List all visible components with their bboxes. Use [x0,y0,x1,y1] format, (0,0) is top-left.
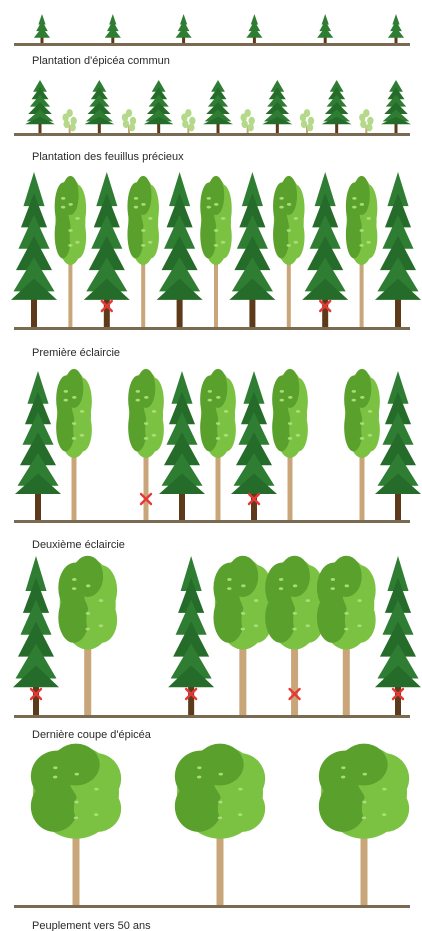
caption-first-thinning: Première éclaircie [32,347,120,359]
spruce-tree-icon [25,80,55,134]
sapling-icon [62,109,76,134]
hardwood-tree-icon [56,369,92,521]
spruce-tree-icon [375,172,421,328]
caption-stand-50-years: Peuplement vers 50 ans [32,920,151,931]
hardwood-tree-icon [317,556,376,716]
spruce-tree-icon [84,80,114,134]
spruce-tree-icon [11,172,57,328]
ground-line [14,715,410,718]
spruce-tree-icon [317,14,333,44]
spruce-tree-icon [262,80,292,134]
ground-line [14,133,410,136]
stage-spruce-plantation [14,14,410,46]
spruce-tree-icon [34,14,50,44]
hardwood-tree-icon [273,176,305,328]
spruce-tree-icon [159,371,205,521]
sapling-icon [300,109,314,134]
hardwood-tree-icon [319,744,409,906]
spruce-tree-icon [15,371,61,521]
hardwood-tree-icon [346,176,378,328]
spruce-tree-icon [157,172,203,328]
caption-spruce-plantation: Plantation d'épicéa commun [32,55,170,67]
hardwood-tree-icon [200,176,232,328]
stage-hardwood-plantation [14,80,411,136]
hardwood-tree-icon [55,176,87,328]
hardwood-tree-icon [31,744,121,906]
spruce-tree-icon [375,556,421,716]
hardwood-tree-icon [213,556,272,716]
spruce-tree-icon [381,80,411,134]
sapling-icon [122,109,136,134]
hardwood-tree-icon [175,744,265,906]
stage-final-spruce-cut [13,556,421,718]
sapling-icon [240,109,254,134]
caption-final-spruce-cut: Dernière coupe d'épicéa [32,729,152,741]
spruce-tree-icon [176,14,192,44]
sapling-icon [359,109,373,134]
spruce-tree-icon [168,556,214,716]
spruce-tree-icon [105,14,121,44]
stage-second-thinning [14,369,421,523]
ground-line [14,520,410,523]
spruce-tree-icon [144,80,174,134]
ground-line [14,905,410,908]
sapling-icon [181,109,195,134]
caption-hardwood-plantation: Plantation des feuillus précieux [32,151,184,163]
hardwood-tree-icon [265,556,324,716]
spruce-tree-icon [322,80,352,134]
spruce-tree-icon [229,172,275,328]
ground-line [14,43,410,46]
spruce-tree-icon [13,556,59,716]
spruce-tree-icon [246,14,262,44]
spruce-tree-icon [203,80,233,134]
hardwood-tree-icon [127,176,159,328]
caption-second-thinning: Deuxième éclaircie [32,539,125,551]
spruce-tree-icon [375,371,421,521]
hardwood-tree-icon [58,556,117,716]
stage-stand-50-years [14,744,410,908]
spruce-tree-icon [388,14,404,44]
hardwood-tree-icon [272,369,308,521]
stage-first-thinning [11,172,421,330]
ground-line [14,327,410,330]
hardwood-tree-icon [200,369,236,521]
hardwood-tree-icon [344,369,380,521]
